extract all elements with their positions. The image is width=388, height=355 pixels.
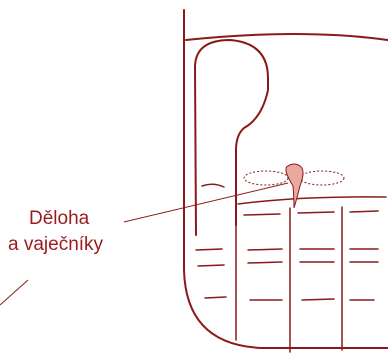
ovary-right <box>300 171 344 185</box>
joint-dash <box>350 211 378 212</box>
uterus-shape <box>286 164 303 208</box>
label-deloha: Děloha <box>29 207 89 231</box>
ovary-left <box>244 171 288 185</box>
joint-dash <box>244 214 280 215</box>
thumb-contour <box>195 40 268 235</box>
hand-outline <box>184 10 388 352</box>
joint-dash <box>196 249 222 250</box>
joint-dash <box>302 299 334 300</box>
thumb-crease <box>202 184 224 187</box>
leader-line-lower <box>0 280 28 305</box>
joint-dash <box>248 262 282 263</box>
joint-dash <box>198 265 224 266</box>
joint-dash <box>205 297 226 298</box>
label-vajecniky: a vaječníky <box>8 233 103 257</box>
joint-dash <box>248 249 282 250</box>
leader-line <box>124 183 288 222</box>
hand-top-edge <box>186 34 388 40</box>
joint-dash <box>298 212 334 213</box>
palm-line <box>238 197 386 204</box>
